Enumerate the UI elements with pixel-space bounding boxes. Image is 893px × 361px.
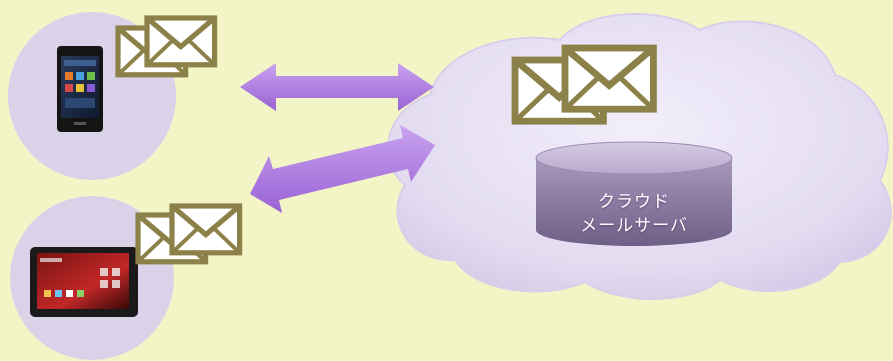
smartphone-icon [57,46,103,132]
server-label-line1: クラウド [598,192,670,212]
arrow-smartphone-cloud [240,63,434,111]
server-label-line2: メールサーバ [580,216,688,236]
tablet-icon [30,247,138,317]
mail-envelopes-tablet [138,206,240,262]
mail-envelopes-cloud [515,48,653,121]
arrow-tablet-cloud [250,125,435,213]
server-label: クラウド メールサーバ [536,190,732,238]
mail-envelopes-smartphone [118,18,215,75]
database-icon [535,141,733,246]
